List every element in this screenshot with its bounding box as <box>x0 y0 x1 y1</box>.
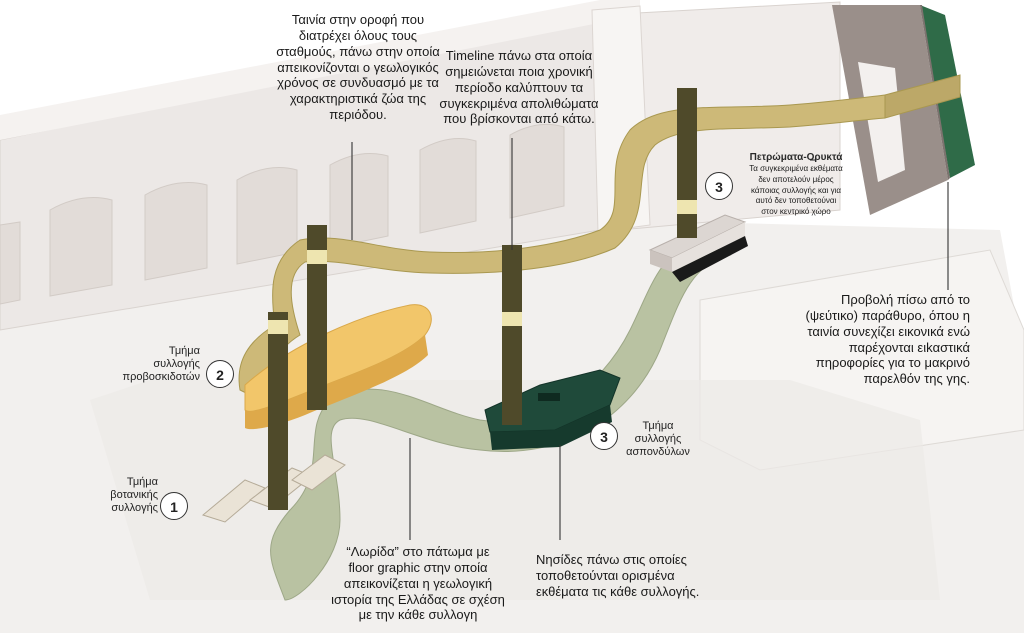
text-line: Προβολή πίσω από το <box>841 292 970 307</box>
text-line: στον κεντρικό χώρο <box>761 207 831 217</box>
text-line: ιστορία της Ελλάδας σε σχέση <box>331 591 505 607</box>
text-line: δεν αποτελούν μέρος <box>758 174 834 184</box>
ceiling-ribbon <box>238 74 961 406</box>
text-line: σταθμούς, πάνω στην οποία <box>276 43 440 59</box>
wall-arches <box>0 123 565 305</box>
text-line: προβοσκιδοτών <box>122 371 200 384</box>
text-line: Timeline πάνω στα οποία <box>445 48 593 63</box>
text-line: ασπονδύλων <box>626 446 690 459</box>
text-line: περίοδο καλύπτουν τα <box>454 79 584 95</box>
window-opening <box>858 62 905 182</box>
rocks-minerals-annotation: Πετρώματα-Ορυκτά Τα συγκεκριμένα εκθέματ… <box>738 152 854 218</box>
projection-annotation: Προβολή πίσω από το(ψεύτικο) παράθυρο, ό… <box>770 292 970 387</box>
text-line: συλλογής <box>634 433 682 446</box>
vertebrates-platform-side <box>490 405 612 450</box>
text-line: αυτό δεν τοποθετούναι <box>755 196 837 206</box>
text-line: πηροφορίες για το μακρινό <box>815 355 970 371</box>
text-line: παρελθόν της γης. <box>863 371 970 387</box>
rocks-box-side <box>672 222 745 272</box>
text-line: χρόνος σε συνδυασμό με τα <box>277 75 439 91</box>
leader-lines <box>351 138 949 540</box>
text-line: βοτανικής <box>110 489 158 502</box>
rocks-minerals-number: 3 <box>705 172 733 200</box>
text-line: με την κάθε συλλογη <box>358 607 478 623</box>
text-line: απεικονίζονται ο γεωλογικός <box>277 59 439 75</box>
pillar-1 <box>268 312 288 510</box>
text-line: απεικονίζεται η γεωλογική <box>343 575 493 591</box>
text-line: συλλογής <box>153 358 200 371</box>
text-line: Τμήμα <box>168 345 200 357</box>
text-line: χαρακτηριστικά ζώα της <box>289 91 427 107</box>
botanical-section-number: 1 <box>160 492 188 520</box>
rocks-box-front <box>650 250 672 272</box>
text-line: ταινία συνεχίζει εικονικά ενώ <box>807 323 970 339</box>
rocks-box-base <box>672 236 748 282</box>
text-line: εκθέματα τις κάθε συλλογής. <box>536 583 700 599</box>
text-line: Τα συγκεκριμένα εκθέματα <box>749 164 843 173</box>
text-line: Ταινία στην οροφή που <box>291 12 425 27</box>
text-line: κάποιας συλλογής και για <box>751 185 841 195</box>
text-line: “Λωρίδα” στο πάτωμα με <box>346 544 490 559</box>
text-line: περιόδου. <box>329 107 387 123</box>
pillars <box>268 88 697 510</box>
pillar-2 <box>307 225 327 410</box>
text-line: συγκεκριμένα απολιθώματα <box>439 95 599 111</box>
proboscidea-platform-side <box>245 335 428 430</box>
rocks-minerals-title: Πετρώματα-Ορυκτά <box>749 152 843 163</box>
text-line: Τμήμα <box>126 476 158 488</box>
text-line: Τμήμα <box>642 420 674 432</box>
text-line: σημειώνεται ποια χρονική <box>445 63 593 79</box>
text-line: συλλογής <box>111 502 158 515</box>
text-line: floor graphic στην οποία <box>348 559 488 575</box>
vertebrates-exhibit <box>538 393 560 401</box>
text-line: (ψεύτικο) παράθυρο, όπου η <box>805 307 970 323</box>
text-line: παρέχονται ειkαστικά <box>848 339 970 355</box>
text-line: τοποθετούνται ορισμένα <box>536 567 675 583</box>
pillar-3 <box>502 245 522 425</box>
text-line: διατρέχει όλους τους <box>298 27 418 43</box>
vertebrates-section-number: 3 <box>590 422 618 450</box>
back-wall-top <box>0 0 640 140</box>
text-line: που βρίσκονται από κάτω. <box>443 111 595 127</box>
pillar-4 <box>677 88 697 238</box>
proboscidea-section-number: 2 <box>206 360 234 388</box>
text-line: Νησίδες πάνω στις οποίες <box>536 552 687 567</box>
